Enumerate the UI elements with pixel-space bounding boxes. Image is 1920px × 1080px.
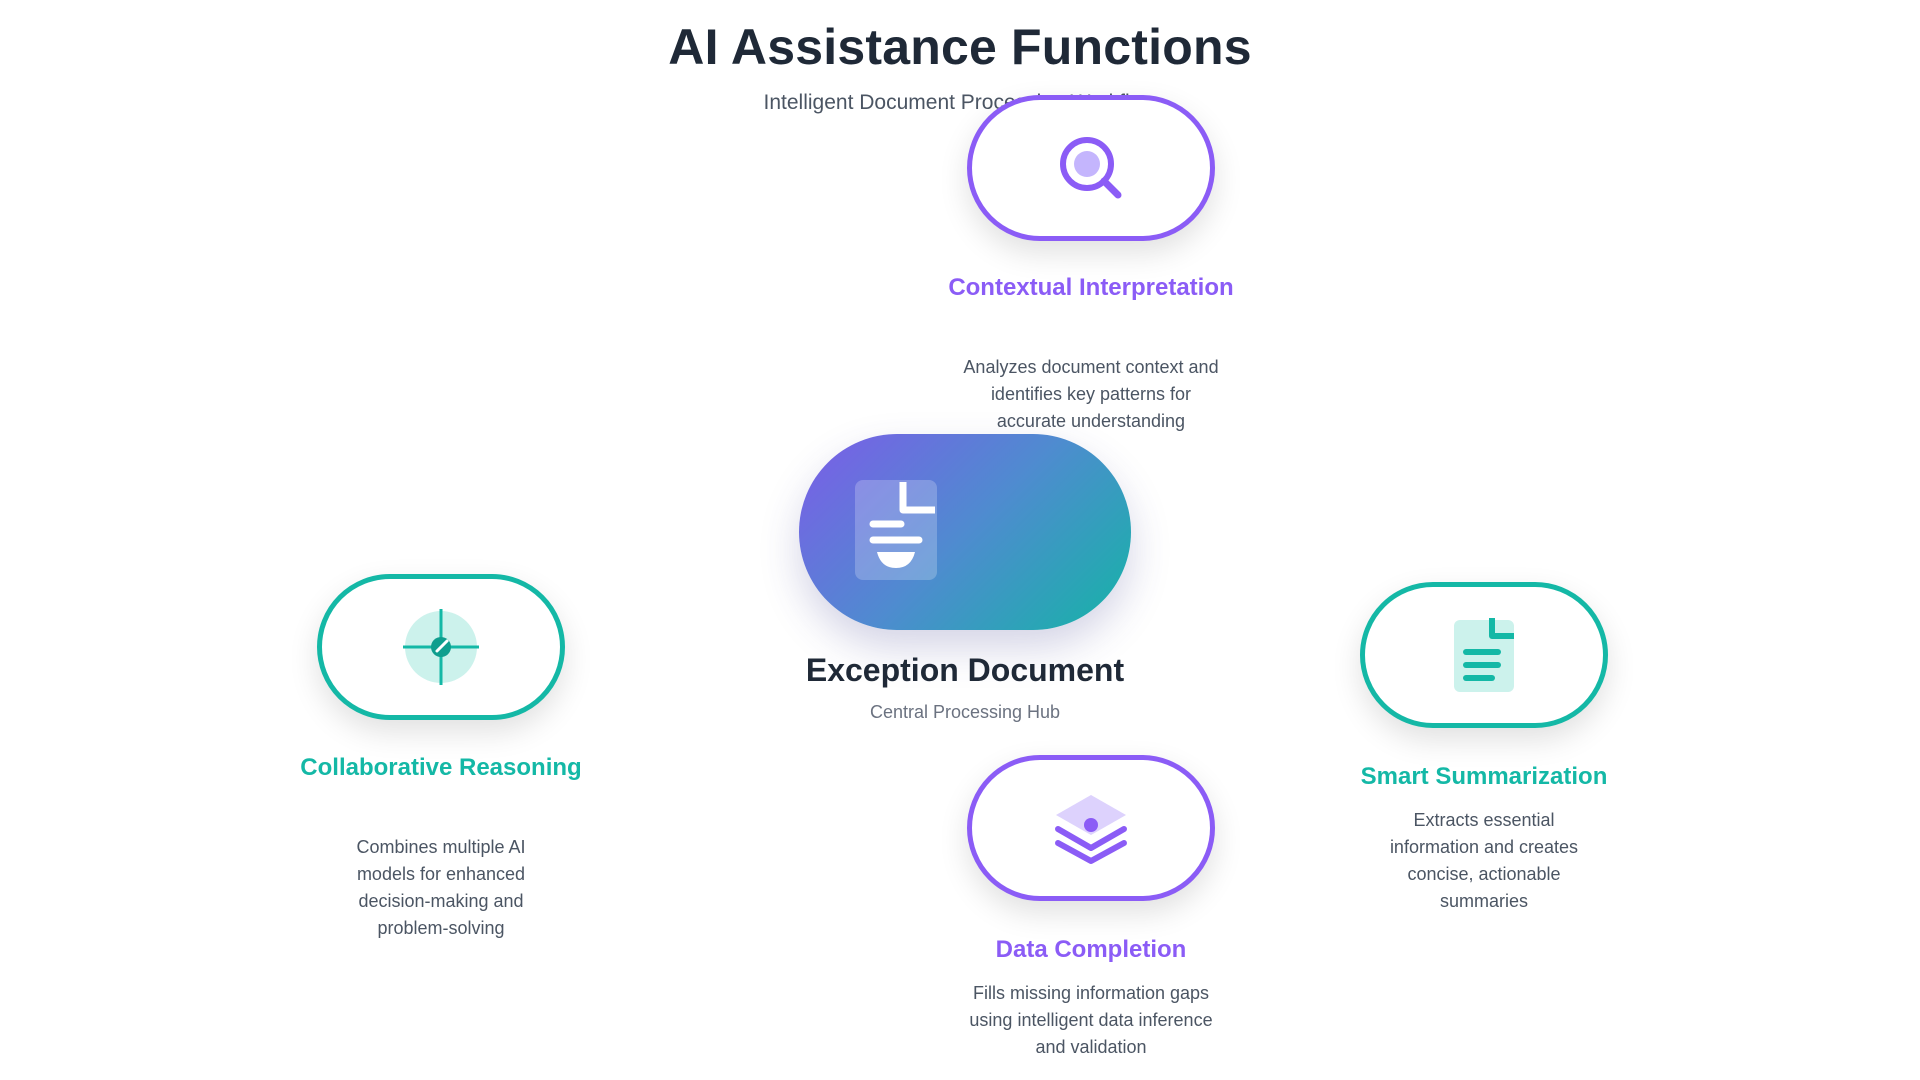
hub-title: Exception Document [805, 652, 1125, 688]
page-title: AI Assistance Functions [668, 19, 1252, 75]
node-smart-summarization[interactable] [1360, 582, 1608, 728]
node-title-contextual-interpretation: Contextual Interpretation [948, 274, 1234, 301]
node-desc-collaborative-reasoning: Combines multiple AI models for enhanced… [356, 837, 526, 938]
node-collaborative-reasoning[interactable] [317, 574, 565, 720]
node-title-collaborative-reasoning: Collaborative Reasoning [300, 754, 582, 781]
search-icon [1060, 137, 1122, 199]
page-subtitle: Intelligent Document Processing Workflow [763, 91, 1157, 114]
node-desc-smart-summarization: Extracts essential information and creat… [1389, 810, 1579, 911]
node-contextual-interpretation[interactable] [967, 95, 1215, 241]
node-desc-data-completion: Fills missing information gaps using int… [969, 983, 1213, 1057]
node-title-data-completion: Data Completion [995, 936, 1187, 963]
node-title-smart-summarization: Smart Summarization [1360, 763, 1608, 790]
summary-document-icon [1454, 618, 1514, 692]
node-desc-contextual-interpretation: Analyzes document context and identifies… [963, 357, 1219, 431]
target-icon [403, 609, 479, 685]
document-icon [855, 480, 937, 580]
node-data-completion[interactable] [967, 755, 1215, 901]
layers-icon [1055, 795, 1127, 864]
hub-subtitle: Central Processing Hub [869, 702, 1061, 722]
exception-document-hub[interactable] [799, 434, 1131, 630]
